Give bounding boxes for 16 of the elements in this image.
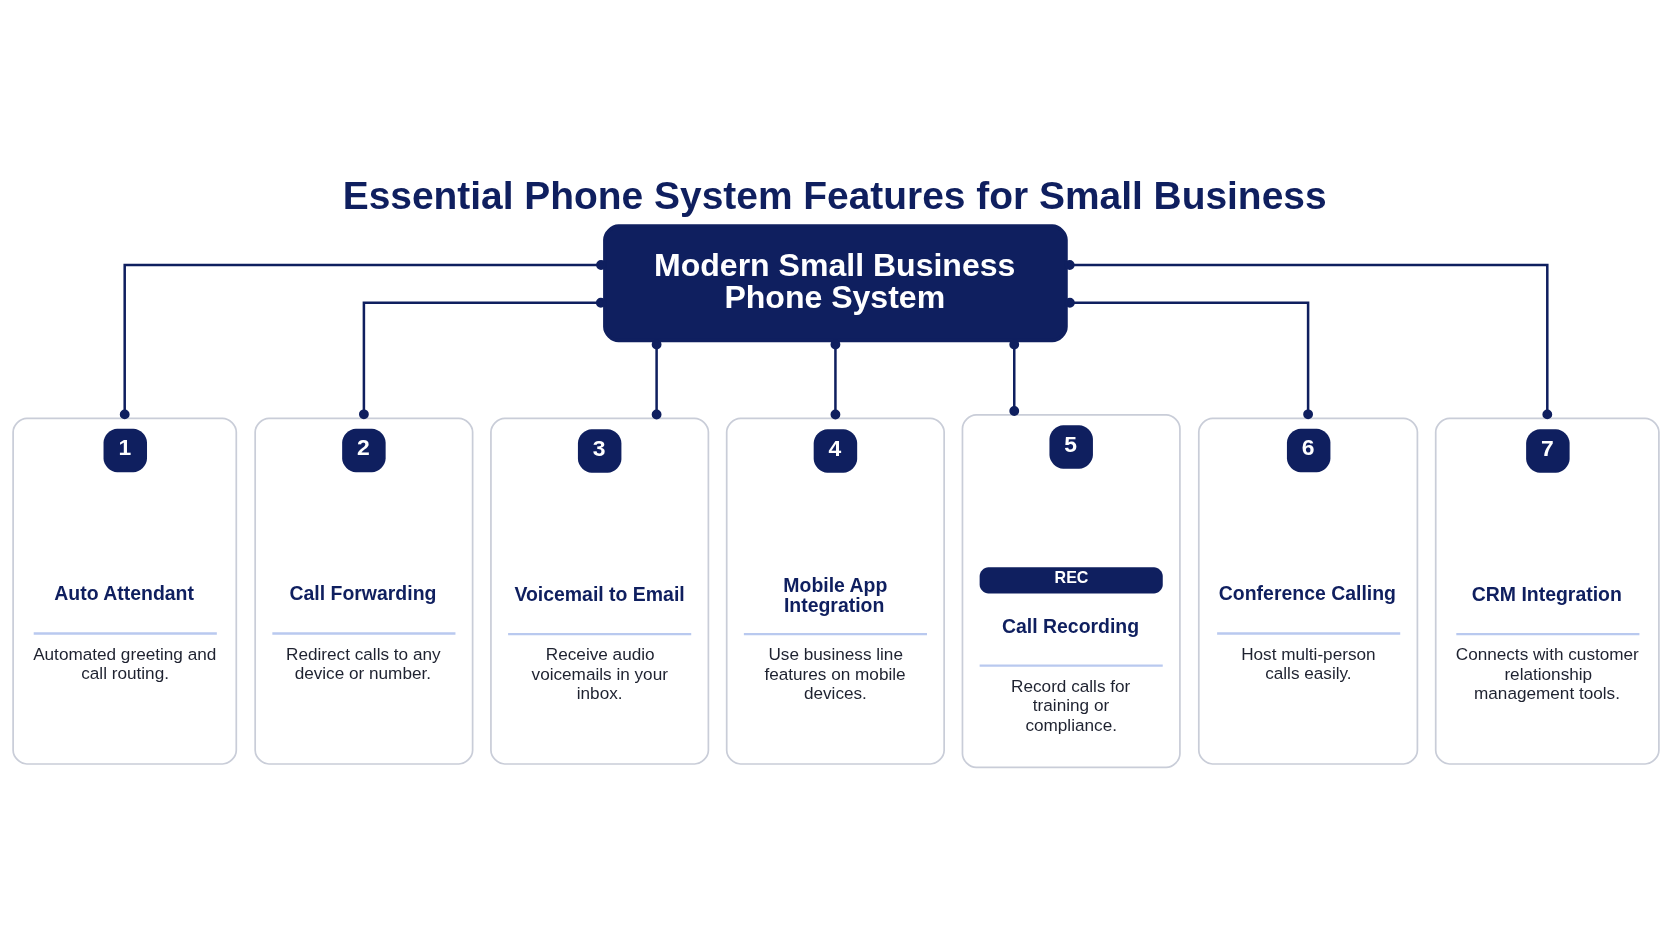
connector: [119, 259, 606, 419]
node-box: 1 Auto Attendant Automated greeting and call routing.: [12, 417, 238, 765]
connector: [1064, 259, 1553, 419]
node-box: 5 REC Call Recording Record calls for training or compliance.: [961, 413, 1181, 768]
node-box: 6 Conference Calling Host multi-person calls easily.: [1197, 417, 1419, 765]
node-box: Modern Small Business Phone System: [603, 223, 1068, 342]
connector: [830, 339, 841, 419]
connector: [1009, 339, 1020, 416]
connector: [359, 297, 606, 419]
diagram-title: Essential Phone System Features for Small Business: [342, 173, 1327, 217]
connector: [651, 339, 662, 419]
connector: [1064, 297, 1313, 419]
node-box: 3 Voicemail to Email Receive audio voicemails in your inbox.: [490, 417, 710, 765]
node-box: 2 Call Forwarding Redirect calls to any device or number.: [254, 417, 474, 765]
node-box: 4 Mobile App Integration Use business line features on mobile devices.: [725, 417, 945, 765]
node-box: 7 CRM Integration Connects with customer relationship management tools.: [1434, 417, 1660, 765]
